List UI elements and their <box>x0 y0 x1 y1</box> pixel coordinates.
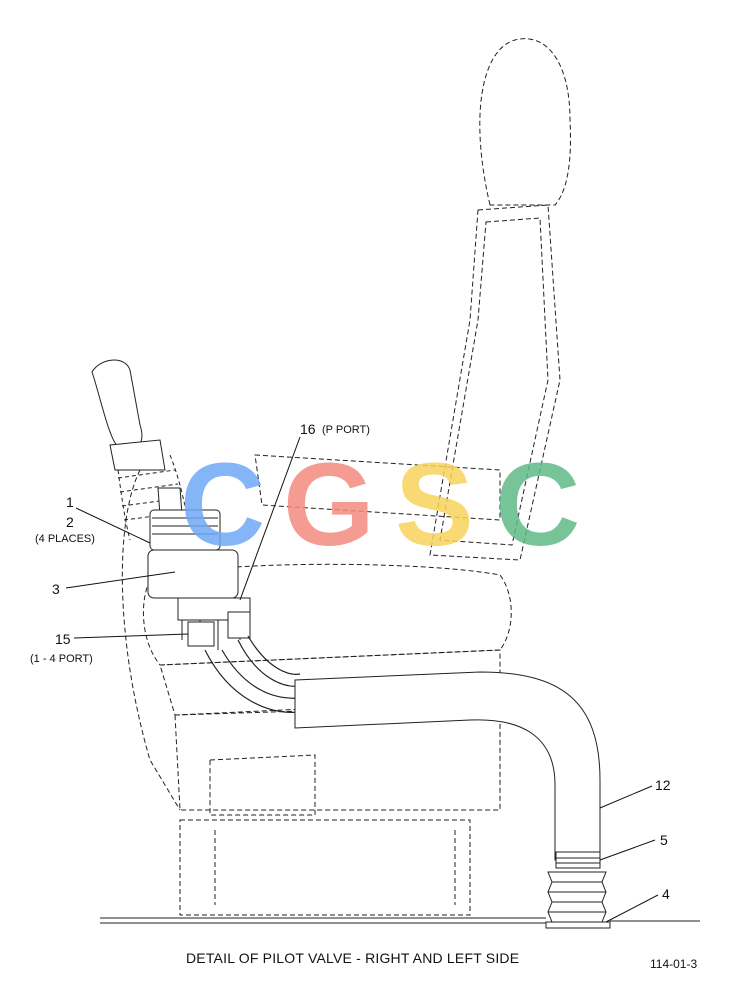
watermark: C G S C <box>180 439 580 571</box>
clamp <box>555 851 601 869</box>
callout-15: 15 <box>55 631 71 647</box>
figure-caption: DETAIL OF PILOT VALVE - RIGHT AND LEFT S… <box>186 950 520 966</box>
callout-15-note: (1 - 4 PORT) <box>30 653 93 665</box>
lever-handle <box>91 359 183 516</box>
figure-number: 114-01-3 <box>650 957 698 971</box>
pilot-valve-body <box>147 509 251 650</box>
callout-5: 5 <box>660 832 668 848</box>
floor-line <box>100 917 700 924</box>
watermark-letter-g: G <box>283 439 375 571</box>
hose-sleeve <box>294 671 601 861</box>
watermark-letter-c2: C <box>495 439 580 571</box>
callout-12: 12 <box>655 777 671 793</box>
callout-16: 16 <box>300 421 316 437</box>
pilot-hoses <box>204 635 301 713</box>
grommet <box>545 871 611 929</box>
watermark-letter-c1: C <box>180 439 265 571</box>
leader-lines <box>65 436 659 923</box>
watermark-letter-s: S <box>395 439 474 571</box>
callout-2: 2 <box>66 514 74 530</box>
callout-3: 3 <box>52 581 60 597</box>
callout-16-note: (P PORT) <box>322 424 370 436</box>
seat-back <box>254 38 571 561</box>
callout-2-note: (4 PLACES) <box>35 533 95 545</box>
callout-1: 1 <box>66 494 74 510</box>
callout-4: 4 <box>662 886 670 902</box>
